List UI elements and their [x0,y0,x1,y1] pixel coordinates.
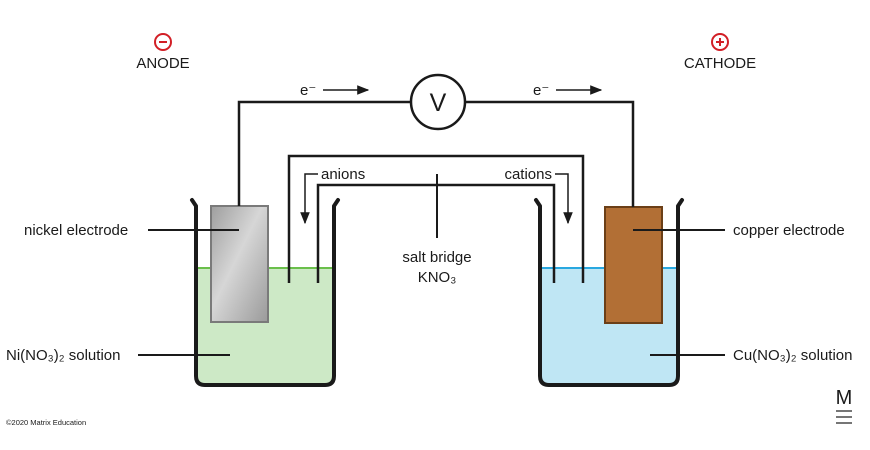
salt-bridge-formula: KNO₃ [418,269,457,286]
cathode-label: CATHODE [684,55,756,72]
cations-arrow [555,173,573,225]
right-beaker-glass [534,198,684,387]
salt-bridge-label: salt bridge [402,249,471,266]
right-beaker [534,198,684,387]
anions-label: anions [321,166,365,183]
copper-electrode [604,206,663,324]
plus-icon [711,33,729,51]
copyright-text: ©2020 Matrix Education [6,418,86,427]
matrix-logo: M [836,387,853,424]
voltmeter [409,73,467,131]
copper-electrode-label: copper electrode [733,222,845,239]
left-beaker-glass [190,198,340,387]
external-circuit: V e⁻ e⁻ [237,73,635,207]
electron-label-left: e⁻ [300,82,316,99]
anode-marker: ANODE [136,33,190,72]
ni-solution-label: Ni(NO₃)₂ solution [6,347,120,364]
anions-arrow [300,173,318,225]
anode-label: ANODE [136,55,189,72]
wire-right [465,100,635,207]
minus-icon [154,33,172,51]
voltmeter-symbol: V [430,89,447,117]
nickel-electrode-label: nickel electrode [24,222,128,239]
cathode-marker: CATHODE [684,33,756,72]
nickel-electrode [210,205,269,323]
left-beaker [190,198,340,387]
wire-left [237,100,411,206]
salt-bridge: salt bridge KNO₃ anions cations [287,154,585,286]
logo-letter: M [836,387,853,409]
salt-bridge-outer [287,154,585,283]
cu-solution-label: Cu(NO₃)₂ solution [733,347,852,364]
electron-label-right: e⁻ [533,82,549,99]
cations-label: cations [504,166,552,183]
